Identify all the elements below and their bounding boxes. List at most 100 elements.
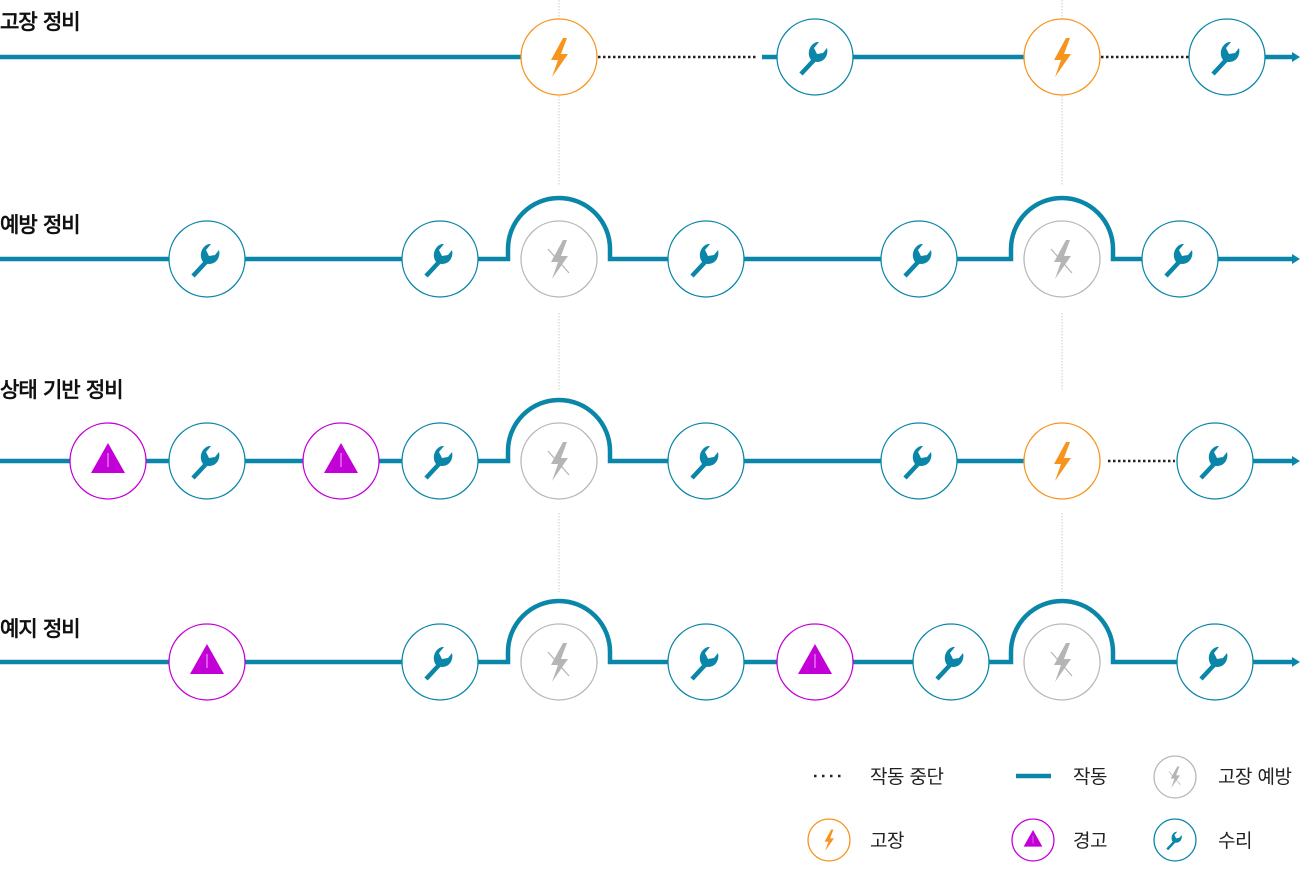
prevented-lightning-icon xyxy=(1168,766,1181,789)
repair-node xyxy=(1176,422,1254,500)
legend-item-prevented: 고장 예방 xyxy=(1153,755,1292,799)
wrench-icon xyxy=(1199,446,1228,480)
wrench-icon xyxy=(935,647,964,681)
prevented-node xyxy=(1023,220,1101,298)
warning-triangle-icon xyxy=(1023,830,1043,847)
lightning-bolt-icon xyxy=(551,38,568,77)
repair-node xyxy=(401,422,479,500)
repair-node xyxy=(912,623,990,701)
repair-node xyxy=(401,220,479,298)
bypass-arc-segment xyxy=(478,195,668,262)
row-titles: 고장 정비 예방 정비 상태 기반 정비 예지 정비 xyxy=(0,10,124,641)
row-title-breakdown: 고장 정비 xyxy=(0,10,80,34)
timeline-row xyxy=(0,18,1300,96)
wrench-icon xyxy=(424,446,453,480)
prevented-failure-icon xyxy=(1153,755,1197,799)
row-title-preventive: 예방 정비 xyxy=(0,213,80,237)
prevented-lightning-icon xyxy=(1050,643,1073,682)
repair-node xyxy=(667,220,745,298)
wrench-icon xyxy=(191,446,220,480)
legend-item-operation: 작동 xyxy=(1016,766,1107,788)
row-title-condition-based: 상태 기반 정비 xyxy=(0,378,123,402)
repair-node xyxy=(1188,18,1266,96)
repair-node xyxy=(168,422,246,500)
legend-repair-icon xyxy=(1153,818,1197,862)
wrench-icon xyxy=(799,42,828,76)
prevented-node xyxy=(520,623,598,701)
warning-node xyxy=(776,623,854,701)
repair-node xyxy=(168,220,246,298)
prevented-lightning-icon xyxy=(547,442,570,481)
legend-item-stopped: 작동 중단 xyxy=(814,766,944,788)
repair-node xyxy=(880,220,958,298)
timeline-arrowhead xyxy=(1292,657,1300,667)
repair-node xyxy=(667,623,745,701)
repair-node xyxy=(1176,623,1254,701)
wrench-icon xyxy=(191,244,220,278)
row-title-predictive: 예지 정비 xyxy=(0,617,80,641)
timeline-row xyxy=(0,397,1300,500)
wrench-icon xyxy=(690,244,719,278)
warning-triangle-icon xyxy=(91,443,125,473)
lightning-bolt-icon xyxy=(1054,38,1071,77)
legend-label: 경고 xyxy=(1073,830,1107,852)
legend-label: 고장 예방 xyxy=(1218,766,1291,788)
warning-node xyxy=(69,422,147,500)
repair-node xyxy=(776,18,854,96)
repair-node xyxy=(667,422,745,500)
lightning-bolt-icon xyxy=(1054,442,1071,481)
warning-triangle-icon xyxy=(190,644,224,674)
bypass-arc-segment xyxy=(957,195,1142,262)
prevented-node xyxy=(1023,623,1101,701)
failure-node xyxy=(1023,422,1101,500)
wrench-icon xyxy=(1153,818,1197,862)
wrench-icon xyxy=(1166,831,1182,851)
legend-item-warning: 경고 xyxy=(1011,818,1107,862)
wrench-icon xyxy=(690,446,719,480)
timeline-row xyxy=(0,598,1300,701)
timeline-arrowhead xyxy=(1292,456,1300,466)
wrench-icon xyxy=(424,244,453,278)
warning-node xyxy=(168,623,246,701)
repair-node xyxy=(880,422,958,500)
legend: 작동 중단 작동 고장 예방 고장 경고 수리 xyxy=(807,755,1292,862)
wrench-icon xyxy=(690,647,719,681)
guide-lines xyxy=(558,0,1063,592)
failure-icon xyxy=(807,818,851,862)
timeline-arrowhead xyxy=(1292,52,1300,62)
prevented-node xyxy=(520,220,598,298)
bypass-arc-segment xyxy=(478,598,668,665)
bypass-arc-segment xyxy=(989,598,1177,665)
wrench-icon xyxy=(1199,647,1228,681)
legend-item-failure: 고장 xyxy=(807,818,904,862)
lightning-bolt-icon xyxy=(824,829,834,852)
legend-label: 작동 xyxy=(1073,766,1107,788)
prevented-lightning-icon xyxy=(547,643,570,682)
wrench-icon xyxy=(903,244,932,278)
prevented-node xyxy=(520,422,598,500)
warning-triangle-icon xyxy=(798,644,832,674)
prevented-lightning-icon xyxy=(547,240,570,279)
legend-label: 고장 xyxy=(870,830,904,852)
legend-warning-icon xyxy=(1011,818,1055,862)
failure-node xyxy=(520,18,598,96)
legend-label: 수리 xyxy=(1218,830,1252,852)
rows xyxy=(0,18,1300,701)
warning-triangle-icon xyxy=(324,443,358,473)
legend-item-repair: 수리 xyxy=(1153,818,1252,862)
failure-node xyxy=(1023,18,1101,96)
prevented-lightning-icon xyxy=(1050,240,1073,279)
legend-failure-icon xyxy=(807,818,851,862)
timeline-arrowhead xyxy=(1292,254,1300,264)
warning-node xyxy=(302,422,380,500)
bypass-arc-segment xyxy=(478,397,668,464)
wrench-icon xyxy=(1211,42,1240,76)
repair-node xyxy=(401,623,479,701)
timeline-row xyxy=(0,195,1300,298)
warning-icon xyxy=(1011,818,1055,862)
wrench-icon xyxy=(1164,244,1193,278)
legend-label: 작동 중단 xyxy=(870,766,943,788)
legend-prevented-icon xyxy=(1153,755,1197,799)
repair-node xyxy=(1141,220,1219,298)
